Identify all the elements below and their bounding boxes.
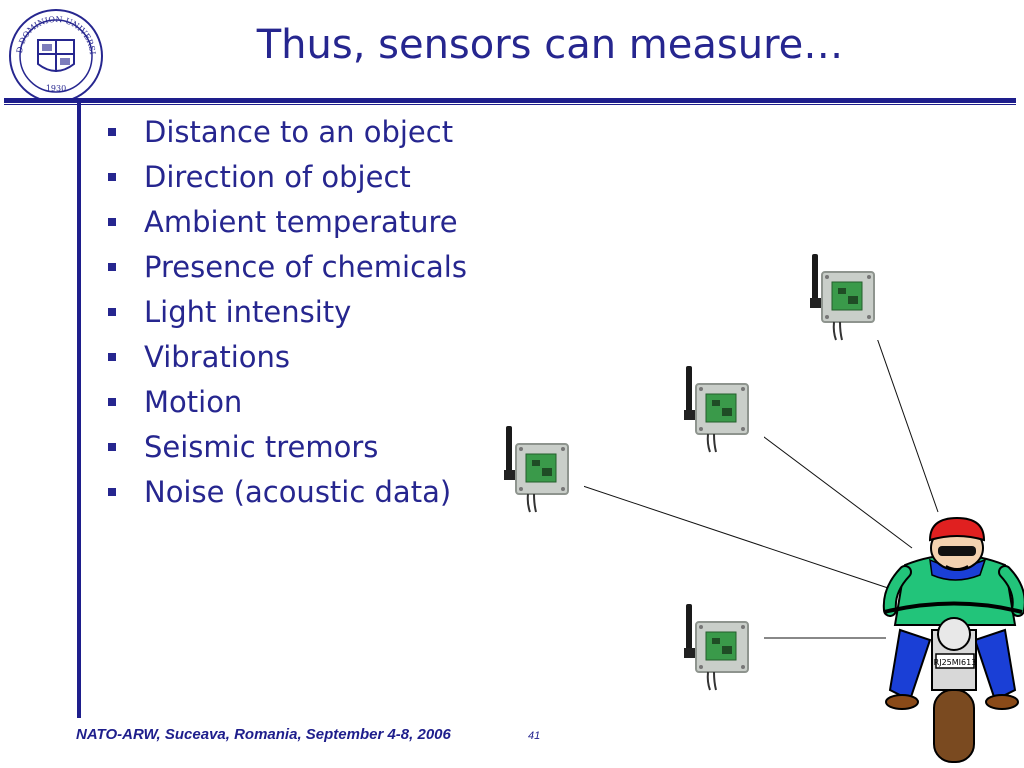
license-plate-text: RJ25MI613 — [934, 658, 977, 667]
footer-text: NATO-ARW, Suceava, Romania, September 4-… — [76, 726, 451, 743]
university-seal-icon: OLD DOMINION UNIVERSITY 1930 — [8, 8, 103, 103]
bullet-square-icon — [108, 353, 116, 361]
bullet-item: Light intensity — [104, 290, 467, 335]
bullet-text: Seismic tremors — [144, 430, 379, 464]
bullet-text: Motion — [144, 385, 243, 419]
page-number: 41 — [528, 730, 541, 742]
slide-title: Thus, sensors can measure… — [256, 22, 844, 68]
motorcycle-rider-icon: RJ25MI613 — [882, 516, 1024, 763]
wireless-sensor-icon — [673, 359, 765, 453]
bullet-square-icon — [108, 398, 116, 406]
bullet-item: Distance to an object — [104, 110, 467, 155]
bullet-item: Seismic tremors — [104, 425, 467, 470]
bullet-square-icon — [108, 263, 116, 271]
seal-year: 1930 — [46, 84, 66, 93]
bullet-item: Noise (acoustic data) — [104, 470, 467, 515]
bullet-item: Presence of chemicals — [104, 245, 467, 290]
bullet-text: Vibrations — [144, 340, 291, 374]
wireless-sensor-icon — [493, 419, 585, 513]
top-divider-thin — [4, 104, 1016, 105]
bullet-square-icon — [108, 173, 116, 181]
bullet-list: Distance to an object Direction of objec… — [104, 110, 467, 515]
bullet-text: Distance to an object — [144, 115, 454, 149]
bullet-square-icon — [108, 218, 116, 226]
bullet-square-icon — [108, 443, 116, 451]
wireless-sensor-icon — [799, 247, 891, 341]
wireless-sensor-icon — [673, 597, 765, 691]
bullet-item: Motion — [104, 380, 467, 425]
bullet-text: Light intensity — [144, 295, 352, 329]
left-divider — [77, 103, 81, 718]
bullet-item: Vibrations — [104, 335, 467, 380]
top-divider — [4, 98, 1016, 103]
bullet-item: Ambient temperature — [104, 200, 467, 245]
bullet-square-icon — [108, 488, 116, 496]
bullet-square-icon — [108, 308, 116, 316]
bullet-text: Direction of object — [144, 160, 411, 194]
bullet-text: Noise (acoustic data) — [144, 475, 452, 509]
bullet-item: Direction of object — [104, 155, 467, 200]
bullet-square-icon — [108, 128, 116, 136]
bullet-text: Presence of chemicals — [144, 250, 467, 284]
bullet-text: Ambient temperature — [144, 205, 458, 239]
